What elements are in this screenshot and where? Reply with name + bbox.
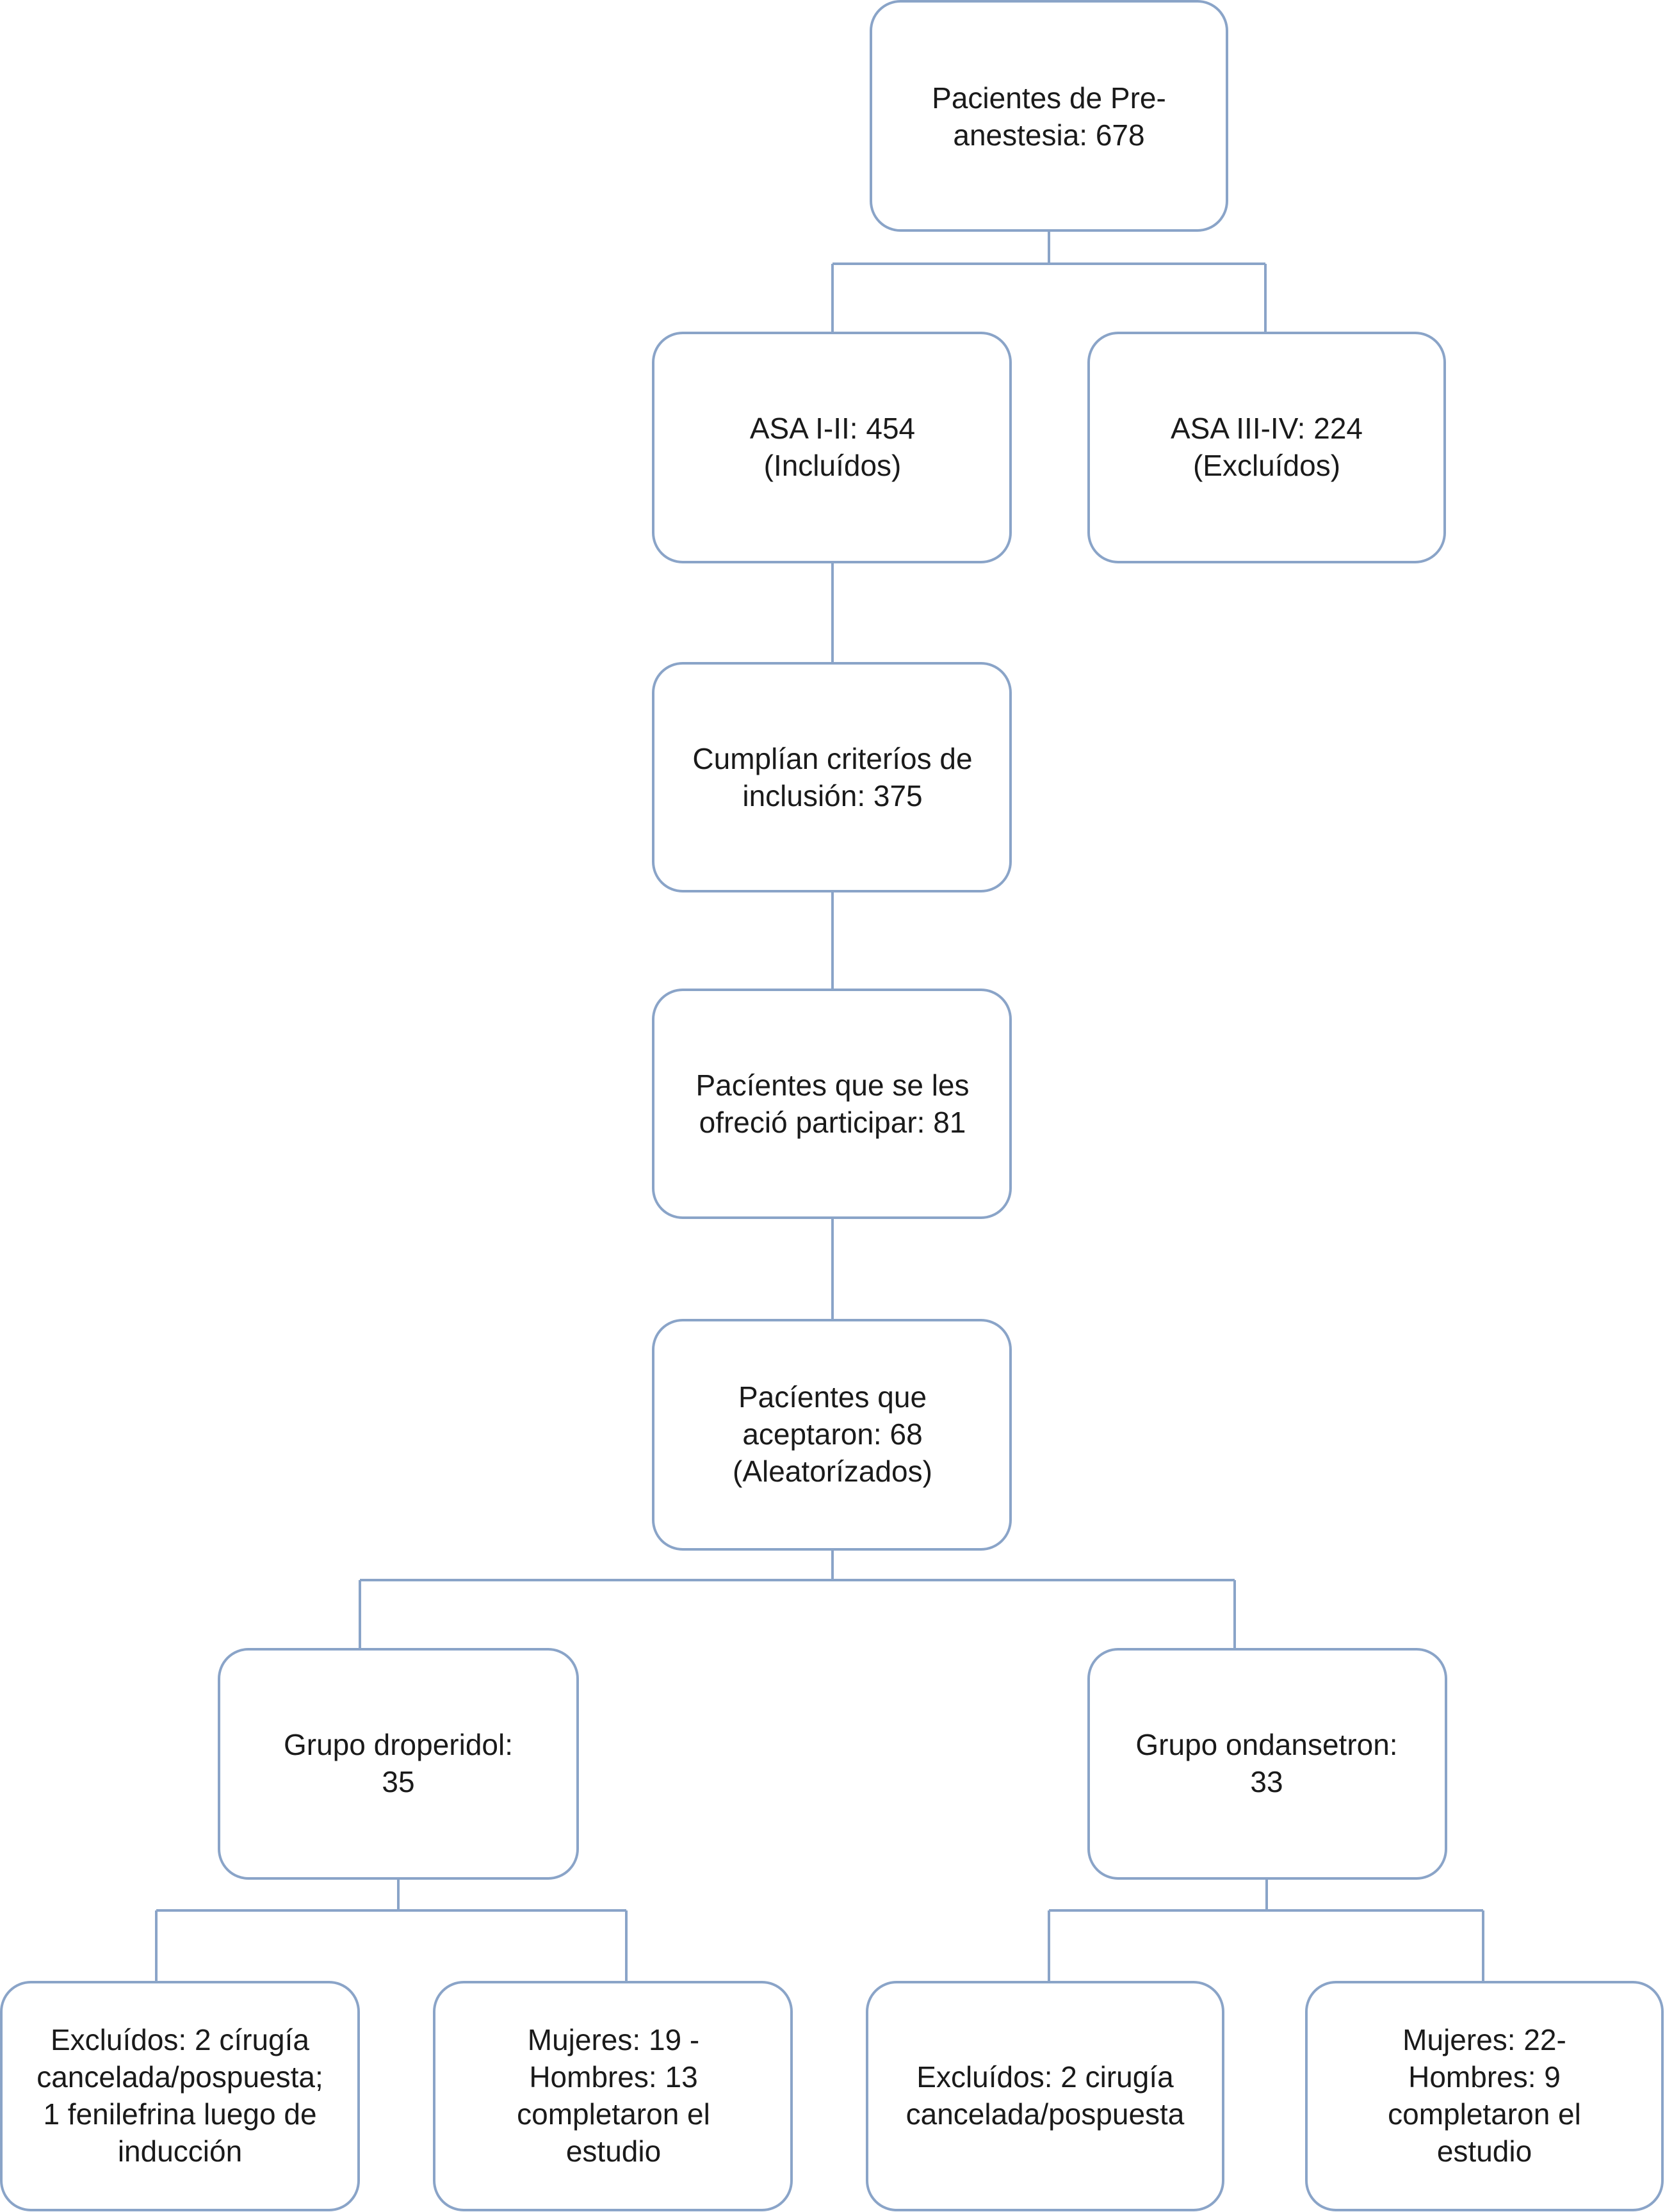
node-asa-i-ii-label-line: ASA I-II: 454: [750, 412, 915, 445]
node-droperidol-excluidos-label-line: Excluídos: 2 círugía: [51, 2023, 309, 2056]
node-droperidol-excluidos-label-line: 1 fenilefrina luego de: [43, 2097, 316, 2131]
node-droperidol-excluidos-label-line: inducción: [118, 2135, 242, 2168]
node-criterios: Cumplían criteríos de inclusión: 375: [652, 662, 1012, 892]
node-droperidol-excluidos-label-line: cancelada/pospuesta;: [37, 2060, 323, 2094]
node-droperidol-box: [218, 1648, 579, 1880]
node-droperidol-excluidos-box: [0, 1981, 360, 2211]
node-droperidol-completaron-label-line: estudio: [566, 2135, 661, 2168]
node-criterios-label-line: inclusión: 375: [742, 779, 922, 812]
node-asa-iii-iv-label-line: (Excluídos): [1193, 449, 1340, 482]
connector-droperidol-to-outcomes: [155, 1878, 628, 1981]
node-ondansetron-completaron-label-line: Hombres: 9: [1408, 2060, 1561, 2094]
node-criterios-box: [652, 662, 1012, 892]
node-ondansetron-completaron-box: [1305, 1981, 1664, 2211]
node-ofrecio-label-line: ofreció participar: 81: [699, 1106, 966, 1139]
node-asa-i-ii-box: [652, 332, 1012, 563]
node-aceptaron-label-line: (Aleatorízados): [733, 1455, 932, 1488]
node-droperidol-completaron-label-line: Mujeres: 19 -: [528, 2023, 699, 2056]
node-ondansetron-box: [1087, 1648, 1447, 1880]
node-droperidol-completaron-box: [433, 1981, 793, 2211]
node-preanestesia-box: [870, 0, 1228, 232]
node-droperidol-label-line: 35: [382, 1765, 414, 1798]
node-ofrecio-box: [652, 989, 1012, 1219]
node-preanestesia-label-line: anestesia: 678: [953, 118, 1144, 152]
node-aceptaron-label-line: Pacíentes que: [738, 1380, 927, 1414]
node-preanestesia: Pacientes de Pre-anestesia: 678: [870, 0, 1228, 232]
node-ondansetron-completaron-label-line: estudio: [1437, 2135, 1532, 2168]
node-ondansetron-completaron-label-line: Mujeres: 22-: [1402, 2023, 1566, 2056]
node-aceptaron-box: [652, 1319, 1012, 1551]
node-ondansetron-excluidos-label-line: Excluídos: 2 cirugía: [916, 2060, 1174, 2094]
node-asa-iii-iv-label-line: ASA III-IV: 224: [1171, 412, 1363, 445]
node-asa-i-ii: ASA I-II: 454 (Incluídos): [652, 332, 1012, 563]
node-ondansetron-completaron-label-line: completaron el: [1388, 2097, 1581, 2131]
connector-aceptaron-to-groups: [359, 1549, 1236, 1648]
connector-ondansetron-to-outcomes: [1048, 1878, 1484, 1981]
node-droperidol-label-line: Grupo droperidol:: [284, 1728, 513, 1761]
node-droperidol-completaron-label-line: Hombres: 13: [529, 2060, 697, 2094]
node-criterios-label-line: Cumplían criteríos de: [692, 742, 972, 775]
node-ofrecio-label-line: Pacíentes que se les: [695, 1069, 969, 1102]
node-droperidol-completaron-label-line: completaron el: [517, 2097, 710, 2131]
node-ondansetron: Grupo ondansetron: 33: [1087, 1648, 1447, 1880]
node-aceptaron-label-line: aceptaron: 68: [742, 1417, 922, 1451]
node-preanestesia-label-line: Pacientes de Pre-: [932, 81, 1166, 115]
node-ondansetron-label-line: 33: [1250, 1765, 1283, 1798]
node-ofrecio: Pacíentes que se les ofreció participar: …: [652, 989, 1012, 1219]
node-droperidol-excluidos: Excluídos: 2 círugía cancelada/pospuesta;…: [0, 1981, 360, 2211]
node-ondansetron-excluidos-box: [866, 1981, 1224, 2211]
node-ondansetron-label-line: Grupo ondansetron:: [1135, 1728, 1397, 1761]
node-asa-iii-iv-box: [1087, 332, 1446, 563]
connectors: [155, 232, 1484, 1981]
node-asa-iii-iv: ASA III-IV: 224 (Excluídos): [1087, 332, 1446, 563]
node-asa-i-ii-label-line: (Incluídos): [764, 449, 902, 482]
node-droperidol: Grupo droperidol: 35: [218, 1648, 579, 1880]
connector-root-to-asa: [831, 232, 1267, 332]
node-ondansetron-excluidos-label-line: cancelada/pospuesta: [906, 2097, 1185, 2131]
